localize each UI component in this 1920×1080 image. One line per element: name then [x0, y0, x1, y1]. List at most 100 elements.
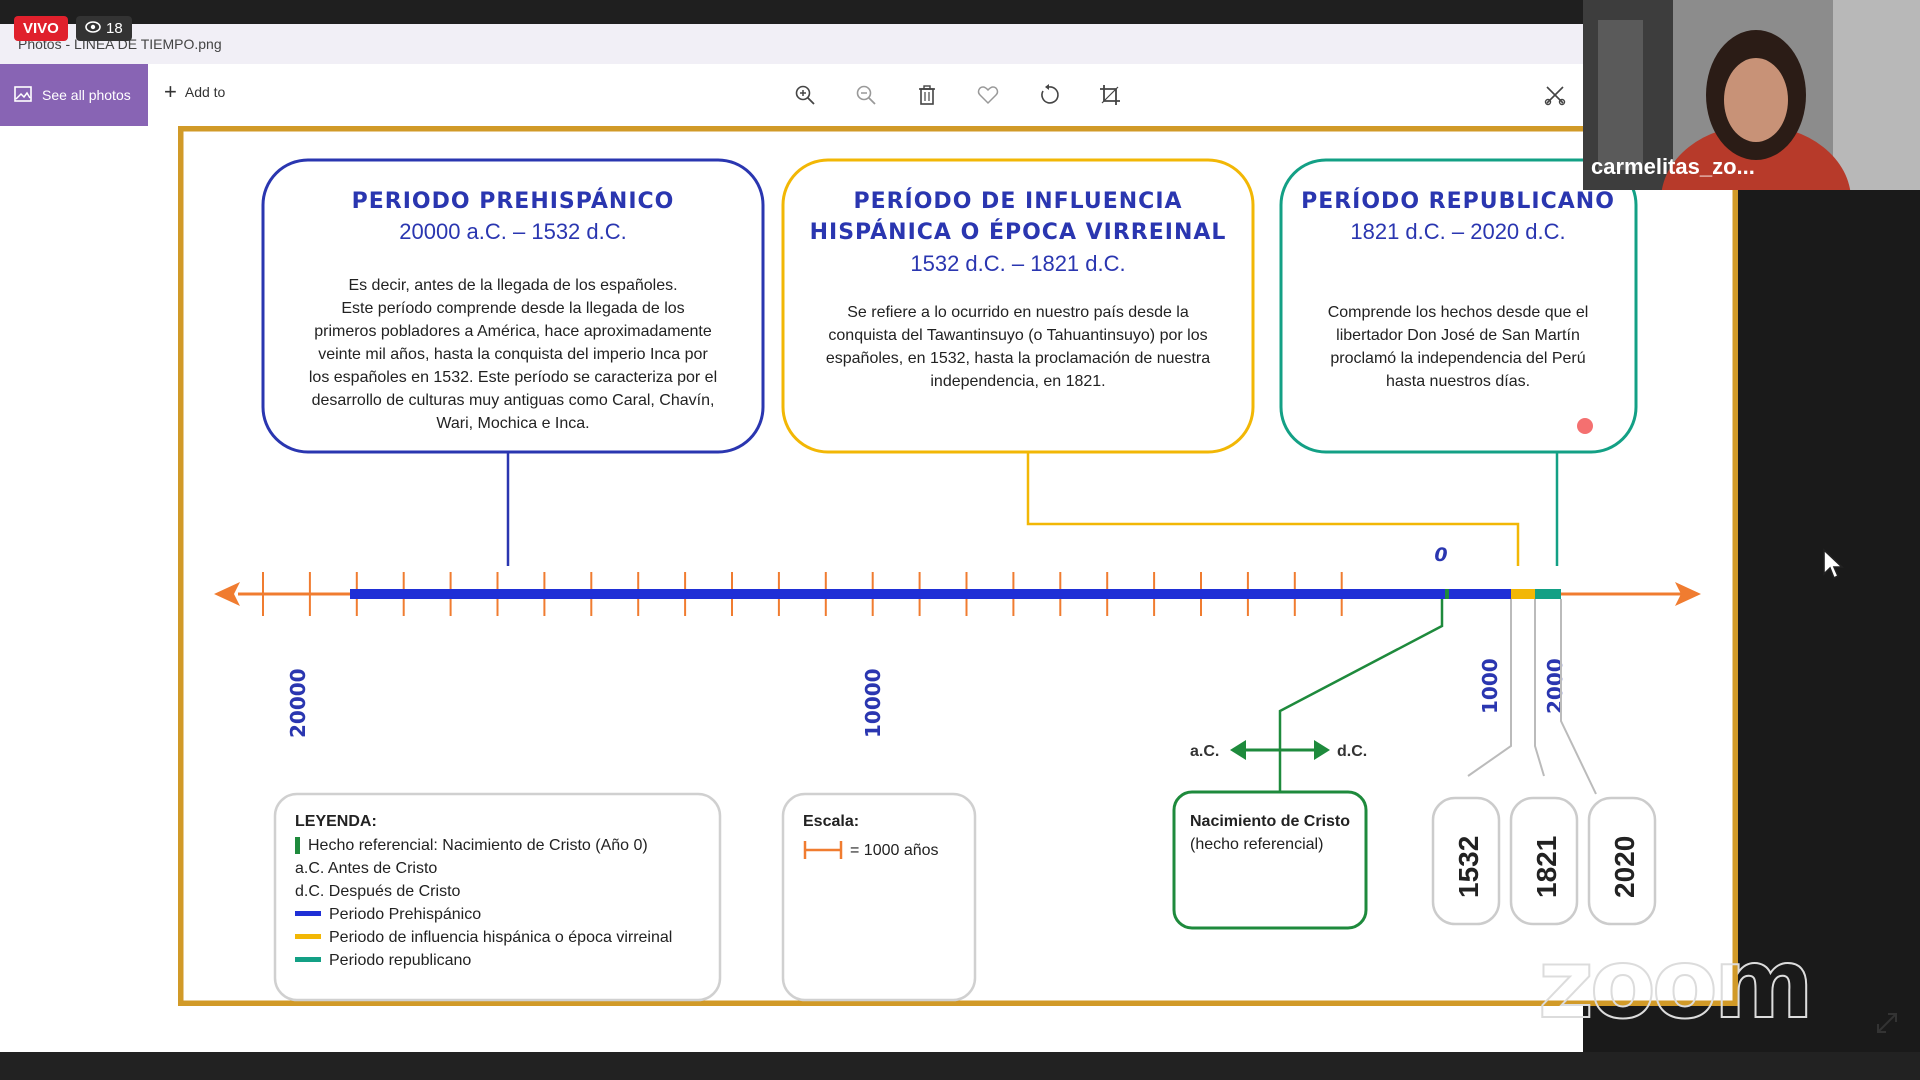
year-1532: 1532 [1453, 836, 1484, 898]
photos-app-window: Photos - LINEA DE TIEMPO.png See all pho… [0, 24, 1738, 1052]
era-after-label: d.C. [1337, 743, 1367, 760]
axis-left-arrow [214, 582, 240, 606]
mouse-cursor-icon [1822, 548, 1845, 585]
scale-title: Escala: [803, 813, 859, 830]
participant-name: carmelitas_zo... [1591, 154, 1755, 179]
reference-marker [1445, 589, 1449, 599]
photo-toolbar: See all photos + Add to [0, 64, 1583, 126]
zoom-in-icon[interactable] [792, 82, 818, 108]
legend-box [273, 792, 722, 1002]
year-2020: 2020 [1609, 836, 1640, 898]
prehispanic-line: primeros pobladores a América, hace apro… [314, 323, 712, 340]
year-1821: 1821 [1531, 836, 1562, 898]
viceroyalty-line: Se refiere a lo ocurrido en nuestro país… [847, 304, 1189, 321]
year-tag-1532 [1431, 796, 1501, 926]
bottom-bar [0, 1052, 1920, 1080]
photos-icon [14, 85, 32, 105]
prehispanic-box [261, 158, 765, 454]
see-all-photos-button[interactable]: See all photos [0, 64, 148, 126]
participant-video-feed [1583, 0, 1920, 190]
eye-icon [85, 20, 101, 37]
zoom-out-icon[interactable] [853, 82, 879, 108]
delete-icon[interactable] [914, 82, 940, 108]
scale-icon [803, 841, 843, 859]
viceroyalty-bar [1511, 589, 1535, 599]
viceroyalty-box [781, 158, 1255, 454]
legend-swatch [295, 837, 300, 854]
republican-box [1279, 158, 1638, 454]
prehispanic-line: Este período comprende desde la llegada … [341, 300, 684, 317]
viceroyalty-line: conquista del Tawantinsuyo (o Tahuantins… [828, 327, 1207, 344]
leader-2020 [1560, 599, 1597, 795]
viceroyalty-line: independencia, en 1821. [930, 373, 1105, 390]
viceroyalty-dates: 1532 d.C. – 1821 d.C. [910, 251, 1125, 276]
reference-box-line2: (hecho referencial) [1190, 836, 1323, 853]
rotate-icon[interactable] [1036, 82, 1062, 108]
reference-connector [1278, 599, 1444, 794]
prehispanic-title: PERIODO PREHISPÁNICO [352, 188, 675, 214]
prehispanic-line: desarrollo de culturas muy antiguas como… [312, 392, 715, 409]
viceroyalty-line: españoles, en 1532, hasta la proclamació… [826, 350, 1210, 367]
legend-item-label: Periodo de influencia hispánica o época … [329, 929, 672, 946]
republican-bar [1535, 589, 1561, 599]
legend-swatch [295, 934, 321, 939]
fullscreen-icon[interactable] [1874, 1010, 1900, 1041]
plus-icon: + [164, 79, 177, 104]
viceroyalty-title-line2: HISPÁNICA O ÉPOCA VIRREINAL [810, 219, 1227, 245]
legend-item-label: Periodo republicano [329, 952, 471, 969]
add-to-button[interactable]: + Add to [164, 79, 226, 104]
legend-items: Hecho referencial: Nacimiento de Cristo … [295, 837, 672, 969]
viewer-count-badge: 18 [76, 16, 132, 41]
year-tag-1821 [1509, 796, 1579, 926]
era-arrow-right-icon [1314, 740, 1330, 760]
see-all-photos-label: See all photos [42, 87, 131, 103]
prehispanic-description: Es decir, antes de la llegada de los esp… [309, 277, 717, 432]
timeline-infographic: PERIODO PREHISPÁNICO 20000 a.C. – 1532 d… [178, 126, 1738, 1006]
legend-title: LEYENDA: [295, 813, 377, 830]
scale-box [781, 792, 977, 1002]
republican-line: libertador Don José de San Martín [1336, 327, 1580, 344]
legend-item-label: d.C. Después de Cristo [295, 883, 461, 900]
axis-label-10000: 10000 [861, 668, 885, 738]
republican-title: PERÍODO REPUBLICANO [1301, 188, 1615, 214]
scale-text: = 1000 años [850, 842, 939, 859]
axis-label-20000: 20000 [286, 668, 310, 738]
participant-video: carmelitas_zo... [1583, 0, 1920, 190]
legend-swatch [295, 911, 321, 916]
prehispanic-line: los españoles en 1532. Este período se c… [309, 369, 717, 386]
republican-description: Comprende los hechos desde que el libert… [1328, 304, 1589, 390]
year-tag-2020 [1587, 796, 1657, 926]
photo-canvas: PERIODO PREHISPÁNICO 20000 a.C. – 1532 d… [0, 126, 1738, 1052]
republican-dates: 1821 d.C. – 2020 d.C. [1350, 219, 1565, 244]
viceroyalty-description: Se refiere a lo ocurrido en nuestro país… [826, 304, 1210, 390]
reference-box [1172, 790, 1368, 930]
live-badge: VIVO [14, 16, 68, 41]
legend-item-label: Hecho referencial: Nacimiento de Cristo … [308, 837, 648, 854]
edit-icon[interactable] [1542, 82, 1568, 108]
viewer-count: 18 [106, 20, 123, 37]
legend-swatch [295, 957, 321, 962]
prehispanic-dates: 20000 a.C. – 1532 d.C. [399, 219, 627, 244]
legend-item-label: a.C. Antes de Cristo [295, 860, 437, 877]
axis-label-2000: 2000 [1543, 658, 1567, 714]
era-arrow-left-icon [1230, 740, 1246, 760]
crop-icon[interactable] [1097, 82, 1123, 108]
prehispanic-line: Es decir, antes de la llegada de los esp… [348, 277, 677, 294]
zoom-watermark: zoom [1537, 927, 1815, 1041]
viceroyalty-connector [1026, 452, 1520, 566]
legend-item-label: Periodo Prehispánico [329, 906, 481, 923]
reference-box-line1: Nacimiento de Cristo [1190, 813, 1350, 830]
republican-line: proclamó la independencia del Perú [1330, 350, 1585, 367]
axis-right-arrow [1675, 582, 1701, 606]
favorite-icon[interactable] [975, 82, 1001, 108]
window-title: Photos - LINEA DE TIEMPO.png [18, 36, 222, 52]
add-to-label: Add to [184, 84, 226, 100]
title-bar: Photos - LINEA DE TIEMPO.png [0, 24, 1583, 64]
prehispanic-line: Wari, Mochica e Inca. [436, 415, 589, 432]
leader-1532 [1467, 599, 1512, 777]
pointer-dot [1577, 418, 1593, 434]
leader-1821 [1534, 599, 1545, 777]
prehispanic-line: veinte mil años, hasta la conquista del … [318, 346, 708, 363]
viceroyalty-title-line1: PERÍODO DE INFLUENCIA [853, 188, 1182, 214]
era-before-label: a.C. [1190, 743, 1219, 760]
